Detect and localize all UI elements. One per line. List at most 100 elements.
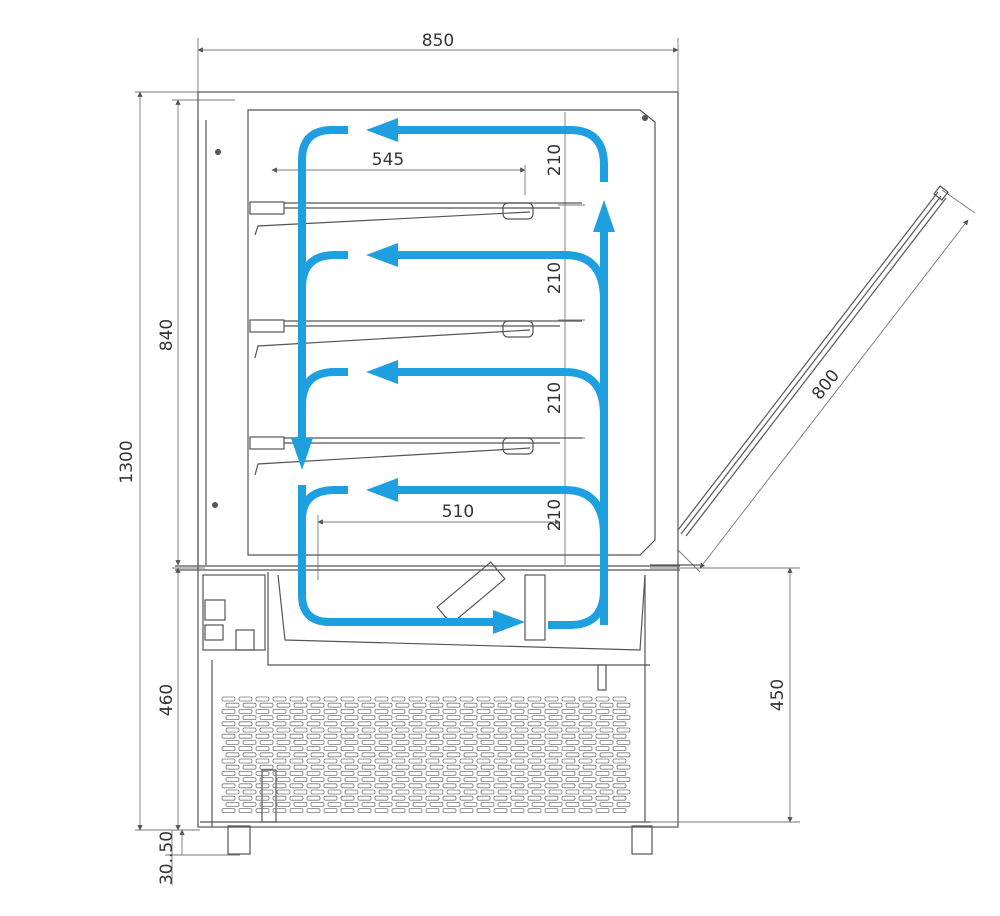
grille-slot (429, 789, 444, 795)
grille-slot (480, 777, 495, 782)
grille-slot (323, 696, 338, 702)
grille-slot (310, 802, 325, 807)
grille-slot (446, 802, 461, 807)
grille-slot (544, 709, 559, 714)
grille-slot (510, 795, 525, 801)
grille-slot (378, 752, 393, 758)
grille-slot (459, 795, 474, 801)
grille-slot (242, 740, 257, 745)
shelf-spacing-1-label: 210 (545, 144, 565, 176)
grille-slot (259, 802, 274, 807)
grille-slot (361, 752, 376, 758)
grille-slot (612, 795, 627, 801)
grille-slot (616, 789, 631, 795)
grille-slot (476, 733, 491, 739)
grille-slot (276, 702, 291, 708)
grille-slot (527, 733, 542, 739)
grille-slot (442, 758, 457, 764)
grille-slot (242, 715, 257, 720)
grille-slot (412, 715, 427, 720)
grille-slot (493, 795, 508, 801)
grille-slot (497, 740, 512, 745)
grille-slot (582, 777, 597, 782)
grille-slot (391, 783, 406, 789)
grille-slot (395, 764, 410, 770)
grille-slot (289, 721, 304, 727)
grille-slot (616, 727, 631, 733)
grille-slot (544, 733, 559, 739)
grille-slot (408, 783, 423, 789)
grille-slot (425, 746, 440, 751)
grille-slot (578, 721, 593, 727)
grille-slot (327, 764, 342, 770)
grille-slot (446, 764, 461, 770)
grille-slot (327, 727, 342, 733)
grille-slot (340, 795, 355, 801)
grille-slot (276, 777, 291, 782)
grille-slot (361, 789, 376, 795)
grille-slot (429, 715, 444, 720)
grille-slot (497, 777, 512, 782)
grille-slot (395, 789, 410, 795)
grille-slot (425, 758, 440, 764)
grille-slot (599, 777, 614, 782)
grille-slot (344, 752, 359, 758)
ventilation-grille (221, 696, 631, 813)
grille-slot (578, 733, 593, 739)
grille-slot (442, 808, 457, 813)
grille-slot (565, 789, 580, 795)
grille-slot (510, 783, 525, 789)
grille-slot (395, 702, 410, 708)
grille-slot (310, 702, 325, 708)
grille-slot (480, 715, 495, 720)
grille-slot (565, 702, 580, 708)
grille-slot (599, 715, 614, 720)
grille-slot (340, 808, 355, 813)
grille-slot (357, 758, 372, 764)
grille-slot (238, 721, 253, 727)
grille-slot (242, 789, 257, 795)
grille-slot (391, 709, 406, 714)
grille-slot (582, 752, 597, 758)
grille-slot (361, 740, 376, 745)
grille-slot (391, 696, 406, 702)
grille-slot (276, 740, 291, 745)
grille-slot (361, 727, 376, 733)
grille-slot (510, 709, 525, 714)
grille-slot (442, 709, 457, 714)
grille-slot (544, 721, 559, 727)
grille-slot (565, 740, 580, 745)
grille-slot (493, 783, 508, 789)
grille-slot (497, 802, 512, 807)
grille-slot (323, 721, 338, 727)
grille-slot (514, 740, 529, 745)
grille-slot (425, 771, 440, 776)
grille-slot (510, 771, 525, 776)
grille-slot (527, 758, 542, 764)
grille-slot (374, 733, 389, 739)
grille-slot (527, 783, 542, 789)
shelf-depth-bottom-label: 510 (442, 502, 474, 522)
grille-slot (323, 746, 338, 751)
grille-slot (357, 709, 372, 714)
grille-slot (238, 771, 253, 776)
grille-slot (255, 721, 270, 727)
grille-slot (459, 709, 474, 714)
grille-slot (357, 733, 372, 739)
grille-slot (493, 758, 508, 764)
grille-slot (374, 795, 389, 801)
lower-height-label: 460 (157, 684, 177, 716)
grille-slot (293, 715, 308, 720)
grille-slot (255, 795, 270, 801)
grille-slot (480, 702, 495, 708)
grille-slot (510, 733, 525, 739)
grille-slot (323, 733, 338, 739)
grille-slot (544, 758, 559, 764)
grille-slot (531, 802, 546, 807)
grille-slot (463, 802, 478, 807)
grille-slot (561, 709, 576, 714)
grille-slot (582, 802, 597, 807)
grille-slot (255, 709, 270, 714)
grille-slot (272, 795, 287, 801)
